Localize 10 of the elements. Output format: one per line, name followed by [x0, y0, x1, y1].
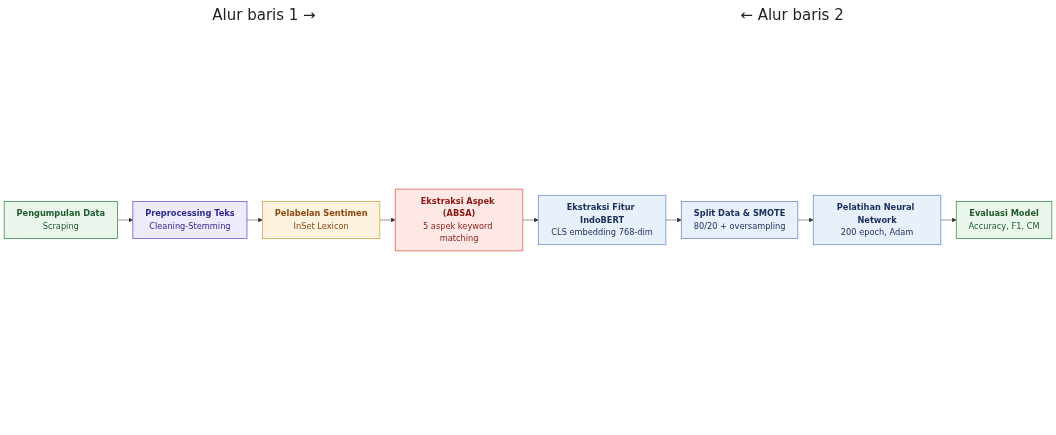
flow-direction-note: Alur baris 1 → — [212, 6, 316, 24]
node-box: Evaluasi Model Accuracy, F1, CM — [955, 201, 1053, 239]
node-box: Pelatihan Neural Network 200 epoch, Adam — [812, 194, 942, 246]
node-box: Ekstraksi Aspek (ABSA) 5 aspek keyword matching — [394, 188, 524, 252]
node-box: Pelabelan Sentimen InSet Lexicon — [262, 201, 381, 239]
flow-direction-note: ← Alur baris 2 — [740, 6, 844, 24]
node-box: Ekstraksi Fitur IndoBERT CLS embedding 768-dim — [537, 194, 667, 246]
node-box: Split Data & SMOTE 80/20 + oversampling — [680, 201, 799, 239]
node-box: Preprocessing Teks Cleaning-Stemming — [132, 201, 248, 239]
node-box: Pengumpulan Data Scraping — [3, 201, 118, 239]
